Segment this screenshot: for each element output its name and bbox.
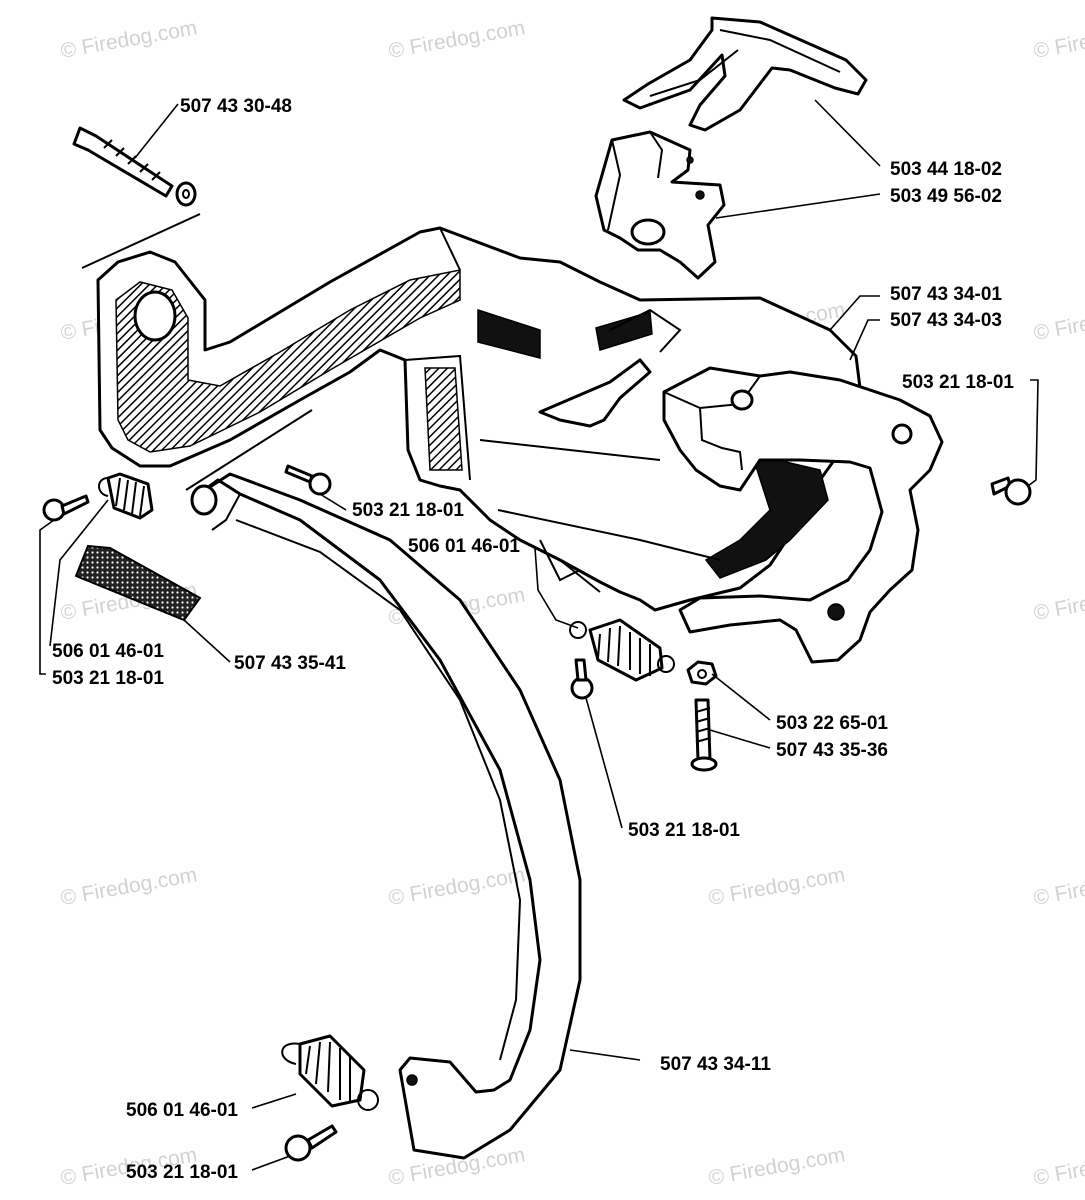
- part-label: 507 43 34-11: [660, 1054, 771, 1075]
- part-label: 507 43 34-03: [890, 310, 1002, 331]
- part-label: 503 21 18-01: [352, 500, 464, 521]
- part-label: 503 21 18-01: [628, 820, 740, 841]
- part-label: 503 22 65-01: [776, 713, 888, 734]
- part-label: 503 21 18-01: [902, 372, 1014, 393]
- latch-part: [594, 130, 726, 280]
- spring-part: [98, 472, 675, 1111]
- part-label: 507 43 34-01: [890, 284, 1002, 305]
- watermark-text: © Firedog.com: [59, 863, 199, 910]
- watermark-text: © Firedog.com: [387, 863, 527, 910]
- part-label: 507 43 35-41: [234, 653, 346, 674]
- watermark-text: © Firedog.com: [1032, 16, 1085, 63]
- watermark-text: © Firedog.com: [707, 863, 847, 910]
- part-label: 506 01 46-01: [408, 536, 520, 557]
- part-label: 507 43 30-48: [180, 96, 292, 117]
- part-label: 503 49 56-02: [890, 186, 1002, 207]
- part-label: 507 43 35-36: [776, 740, 888, 761]
- watermark-text: © Firedog.com: [59, 16, 199, 63]
- watermark-text: © Firedog.com: [1032, 1143, 1085, 1190]
- pad-part: [74, 544, 202, 622]
- screw-part: [42, 464, 1032, 1162]
- watermark-text: © Firedog.com: [387, 16, 527, 63]
- part-labels: 507 43 30-48 503 44 18-02 503 49 56-02 5…: [52, 96, 1014, 1183]
- leader-lines: [39, 99, 1039, 1171]
- trigger-lever-part: [622, 16, 868, 132]
- part-label: 506 01 46-01: [126, 1100, 238, 1121]
- part-label: 503 21 18-01: [126, 1162, 238, 1183]
- watermark-text: © Firedog.com: [707, 1143, 847, 1190]
- part-label: 503 21 18-01: [52, 668, 164, 689]
- throttle-trigger-part: [538, 308, 944, 664]
- watermark-text: © Firedog.com: [1032, 863, 1085, 910]
- bolt-part: [72, 126, 197, 207]
- nut-bolt-part: [686, 660, 718, 772]
- part-label: 503 44 18-02: [890, 159, 1002, 180]
- part-label: 506 01 46-01: [52, 641, 164, 662]
- watermark-text: © Firedog.com: [1032, 298, 1085, 345]
- hand-guard-part: [190, 472, 582, 1160]
- watermark-text: © Firedog.com: [1032, 578, 1085, 625]
